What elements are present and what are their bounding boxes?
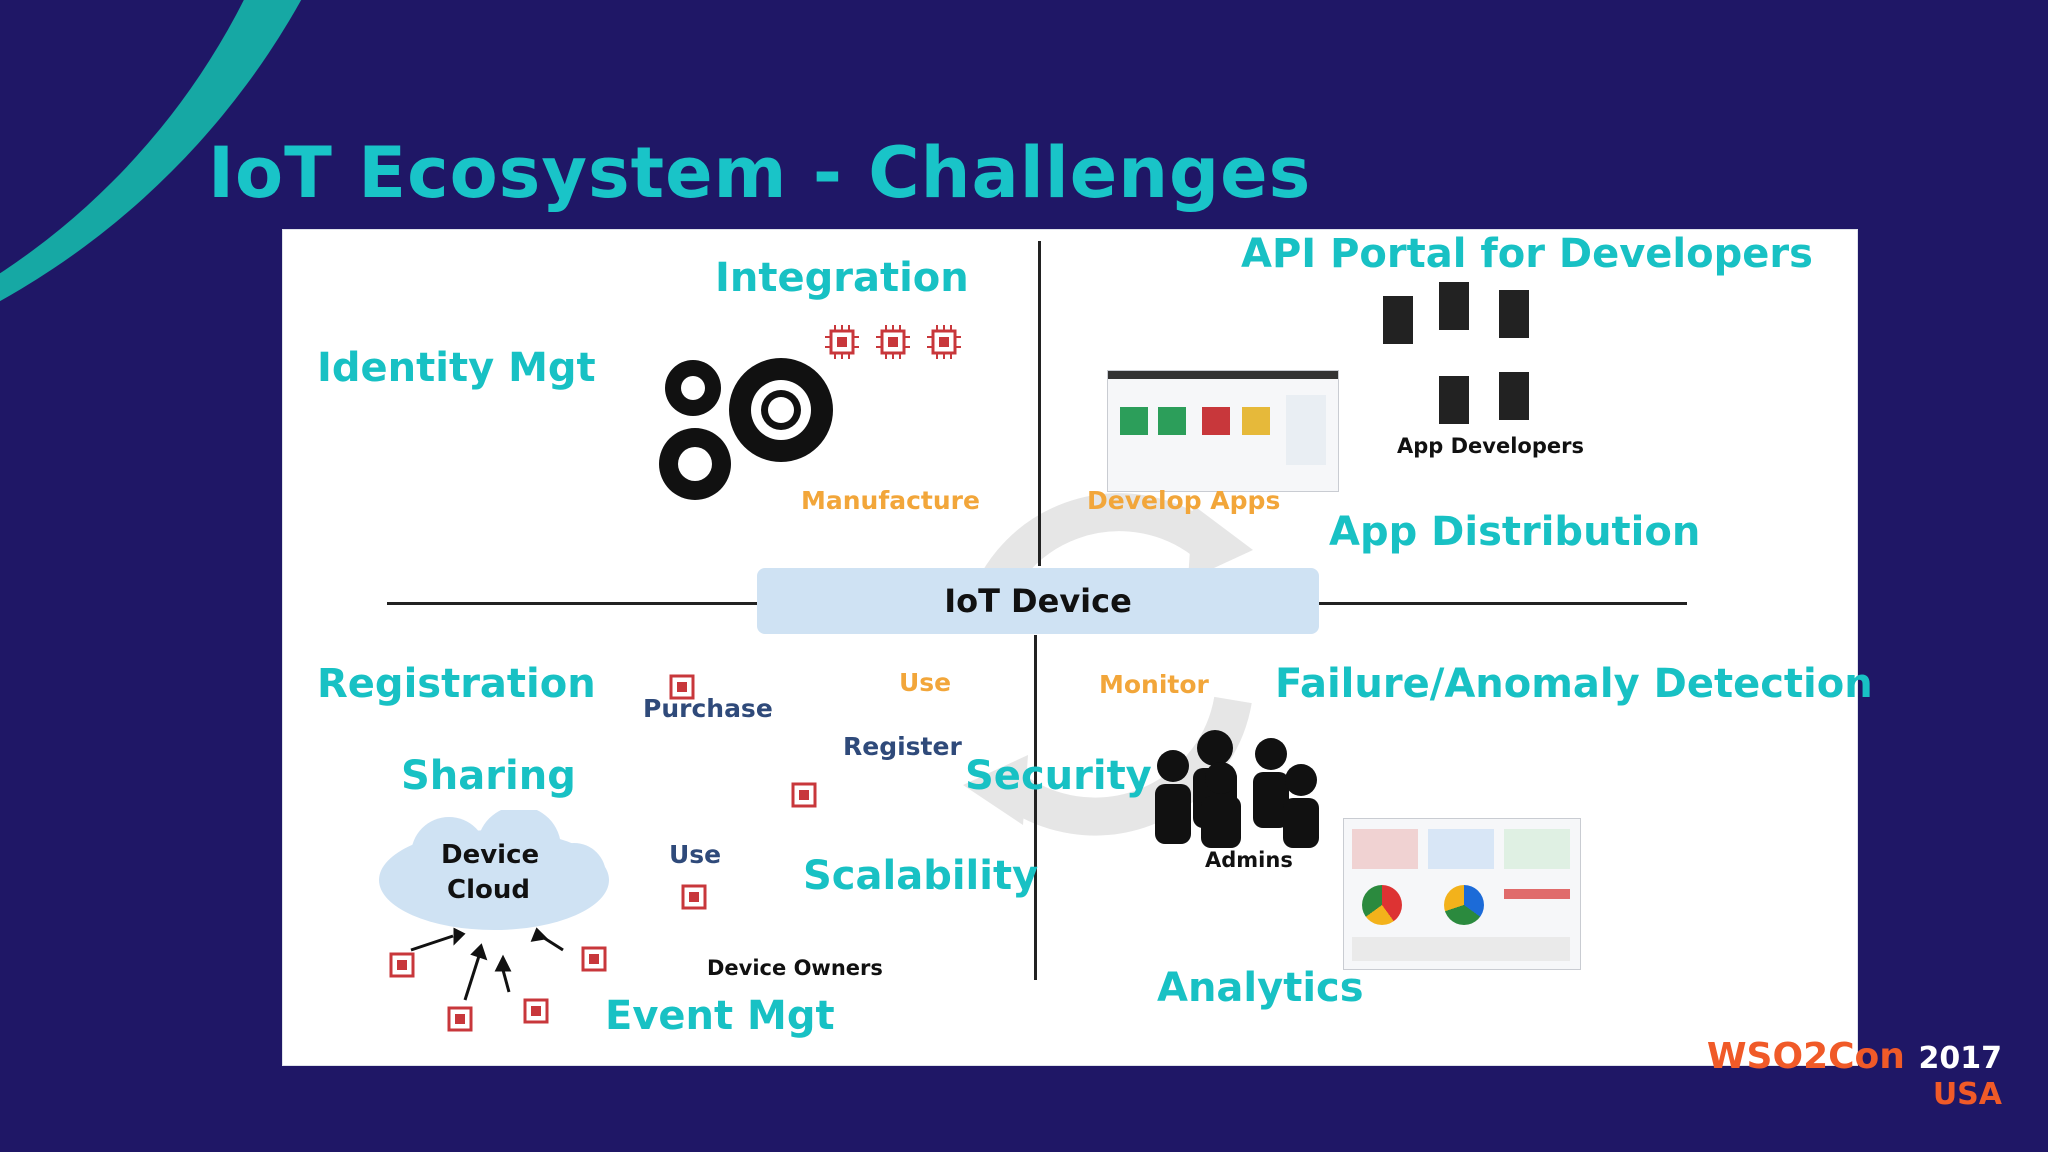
dashboard-screenshot bbox=[1343, 818, 1581, 970]
chip-icon bbox=[825, 325, 859, 359]
registration-label: Registration bbox=[317, 661, 596, 707]
logo-year: 2017 bbox=[1918, 1041, 2003, 1076]
security-label: Security bbox=[965, 753, 1152, 799]
logo-brand: WSO2Con bbox=[1706, 1036, 1905, 1077]
purchase-label: Purchase bbox=[643, 694, 773, 723]
vertical-divider-top bbox=[1038, 241, 1041, 566]
device-owners-label: Device Owners bbox=[707, 956, 883, 980]
iot-device-bar: IoT Device bbox=[757, 568, 1319, 634]
event-mgt-label: Event Mgt bbox=[605, 993, 835, 1039]
slide-title: IoT Ecosystem - Challenges bbox=[208, 132, 1312, 214]
admin-people-icon bbox=[1155, 730, 1319, 848]
api-portal-label: API Portal for Developers bbox=[1241, 231, 1813, 277]
chip-icon bbox=[669, 674, 695, 700]
manufacture-label: Manufacture bbox=[801, 486, 980, 515]
developer-icon bbox=[1383, 282, 1529, 424]
chip-icon bbox=[581, 946, 607, 972]
horizontal-divider-left bbox=[387, 602, 759, 605]
cloud-label-line2: Cloud bbox=[447, 875, 530, 905]
wso2con-logo: WSO2Con 2017 USA bbox=[1707, 1036, 2002, 1112]
logo-region: USA bbox=[1932, 1077, 2002, 1112]
integration-label: Integration bbox=[715, 255, 969, 301]
use-bottom-label: Use bbox=[669, 840, 722, 869]
chip-icon bbox=[791, 782, 817, 808]
failure-detection-label: Failure/Anomaly Detection bbox=[1275, 661, 1873, 707]
chip-icon bbox=[876, 325, 910, 359]
vertical-divider-bottom bbox=[1034, 635, 1037, 980]
arrows-to-cloud bbox=[410, 927, 564, 1001]
app-developers-label: App Developers bbox=[1397, 434, 1584, 458]
cloud-label-line1: Device bbox=[441, 840, 540, 870]
horizontal-divider-right bbox=[1319, 602, 1687, 605]
develop-apps-label: Develop Apps bbox=[1087, 486, 1281, 515]
sharing-label: Sharing bbox=[401, 753, 576, 799]
gears-icon bbox=[659, 358, 833, 500]
analytics-label: Analytics bbox=[1157, 965, 1364, 1011]
cloud-icon bbox=[379, 810, 609, 930]
app-distribution-label: App Distribution bbox=[1329, 509, 1701, 555]
chip-icon bbox=[389, 952, 415, 978]
chip-icon bbox=[447, 1006, 473, 1032]
app-store-screenshot bbox=[1107, 370, 1339, 492]
use-top-label: Use bbox=[899, 668, 952, 697]
chip-icon bbox=[523, 998, 549, 1024]
chip-icon bbox=[681, 884, 707, 910]
ecosystem-diagram-panel: IoT Device Device Cloud bbox=[282, 229, 1873, 1066]
chip-icon bbox=[927, 325, 961, 359]
admins-label: Admins bbox=[1205, 848, 1293, 872]
register-label: Register bbox=[843, 732, 962, 761]
identity-mgt-label: Identity Mgt bbox=[317, 345, 596, 391]
monitor-label: Monitor bbox=[1099, 670, 1209, 699]
scalability-label: Scalability bbox=[803, 853, 1039, 899]
